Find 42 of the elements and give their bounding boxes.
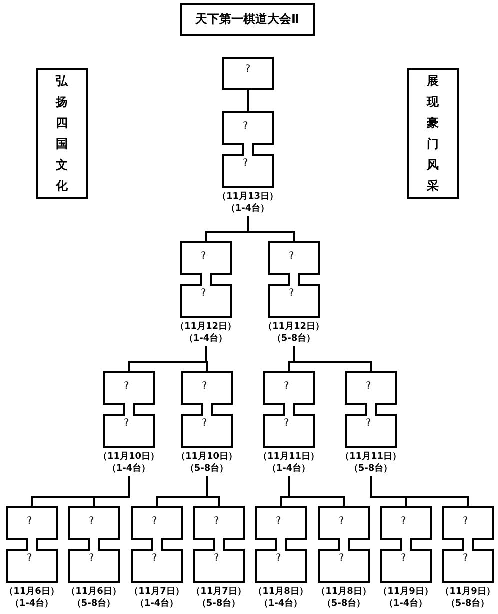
bracket-line xyxy=(288,476,345,506)
date-label: （11月6日） （1-4台） xyxy=(4,586,60,610)
slogan-text: 展现豪门风采 xyxy=(426,72,440,194)
date-label: （11月11日） （5-8台） xyxy=(339,451,403,475)
date-label: （11月9日） （5-8台） xyxy=(440,586,496,610)
date-label: （11月6日） （5-8台） xyxy=(66,586,122,610)
date-label: （11月13日） （1-4台） xyxy=(216,191,280,215)
match-answer-box: ? ? xyxy=(263,371,315,448)
slogan-text: 弘扬四国文化 xyxy=(55,72,69,194)
match-answer-box: ? ? xyxy=(222,111,274,188)
date-label: （11月10日） （1-4台） xyxy=(97,451,161,475)
match-answer-box: ? ? xyxy=(131,506,183,583)
date-label: （11月7日） （5-8台） xyxy=(190,586,248,610)
match-answer-box: ? ? xyxy=(193,506,245,583)
match-answer-box: ? ? xyxy=(68,506,120,583)
date-label: （11月8日） （5-8台） xyxy=(316,586,372,610)
match-answer-box: ? ? xyxy=(181,371,233,448)
match-answer-box: ? ? xyxy=(180,241,232,318)
date-label: （11月7日） （1-4台） xyxy=(128,586,186,610)
date-label: （11月11日） （1-4台） xyxy=(257,451,321,475)
slogan-box xyxy=(407,68,459,199)
match-answer-box: ? ? xyxy=(6,506,58,583)
match-answer-box: ? ? xyxy=(103,371,155,448)
match-answer-box: ? ? xyxy=(380,506,432,583)
answer-box: ? xyxy=(222,57,274,90)
date-label: （11月12日） （1-4台） xyxy=(174,321,238,345)
match-answer-box: ? ? xyxy=(318,506,370,583)
match-answer-box: ? ? xyxy=(345,371,397,448)
bracket-line xyxy=(206,476,220,506)
bracket-line xyxy=(247,90,249,111)
bracket-line xyxy=(93,476,130,506)
date-label: （11月10日） （5-8台） xyxy=(175,451,239,475)
date-label: （11月12日） （5-8台） xyxy=(262,321,326,345)
slogan-box xyxy=(36,68,88,199)
match-answer-box: ? ? xyxy=(255,506,307,583)
date-label: （11月9日） （1-4台） xyxy=(378,586,434,610)
bracket-line xyxy=(205,346,208,371)
match-answer-box: ? ? xyxy=(442,506,494,583)
bracket-line xyxy=(293,346,372,371)
match-answer-box: ? ? xyxy=(268,241,320,318)
title: 天下第一棋道大会Ⅱ xyxy=(180,3,315,36)
date-label: （11月8日） （1-4台） xyxy=(252,586,310,610)
